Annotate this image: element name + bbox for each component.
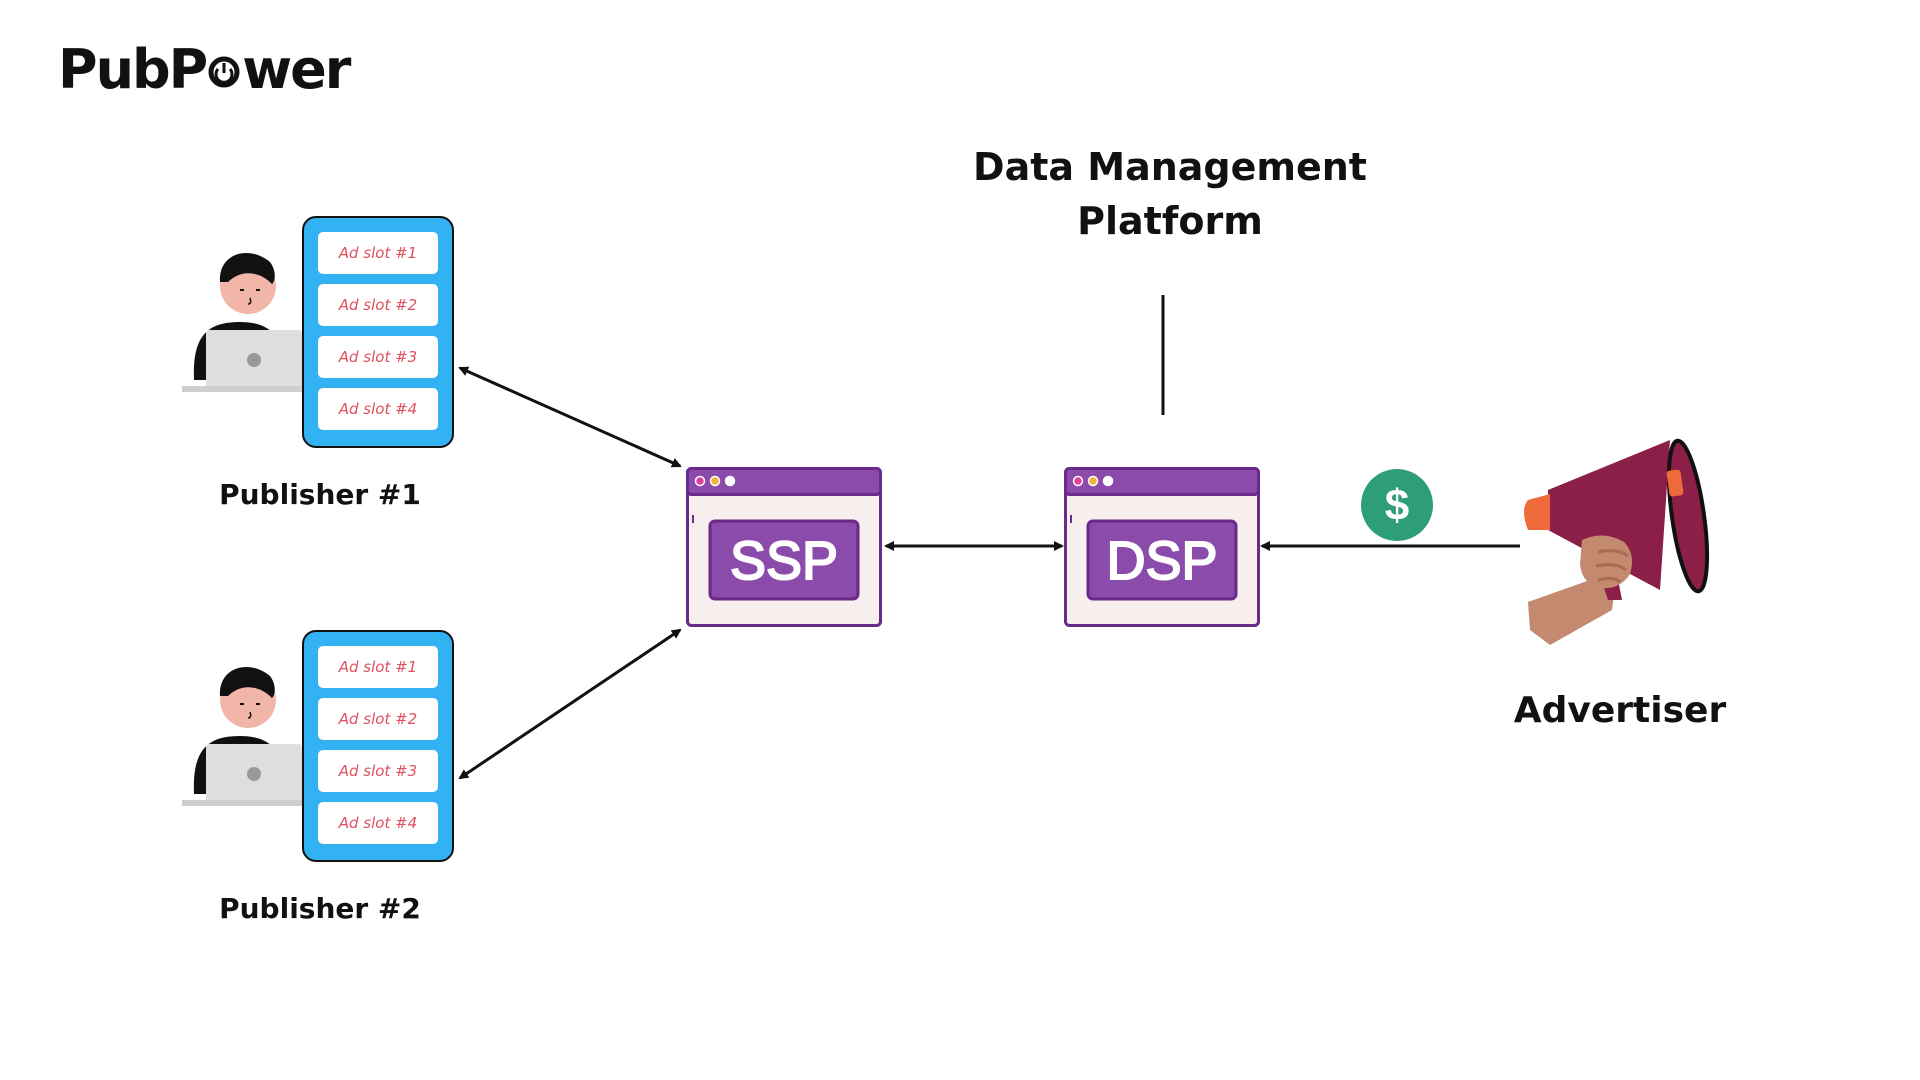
pub2-ssp-arrow xyxy=(458,628,682,780)
publisher-person-icon xyxy=(182,252,306,392)
megaphone-icon xyxy=(1524,438,1710,645)
pub1-ssp-arrow xyxy=(458,366,682,468)
ad-slot: Ad slot #4 xyxy=(318,388,438,430)
publisher-2-ad-slots: Ad slot #1 Ad slot #2 Ad slot #3 Ad slot… xyxy=(302,630,454,862)
dmp-title-line1: Data Management xyxy=(973,145,1367,189)
pubpower-logo: PubP wer xyxy=(58,38,351,102)
dsp-window: DSP xyxy=(1064,467,1260,627)
dmp-title-line2: Platform xyxy=(1077,199,1263,243)
publisher-person-icon xyxy=(182,666,306,806)
dmp-title: Data Management Platform xyxy=(940,140,1400,248)
ad-slot: Ad slot #3 xyxy=(318,336,438,378)
ad-slot: Ad slot #1 xyxy=(318,646,438,688)
advertiser-label: Advertiser xyxy=(1513,690,1727,731)
logo-text-part1: PubP xyxy=(58,38,208,101)
publisher-2-label: Publisher #2 xyxy=(219,892,421,925)
ad-slot: Ad slot #2 xyxy=(318,284,438,326)
ssp-window: SSP xyxy=(686,467,882,627)
ad-slot: Ad slot #3 xyxy=(318,750,438,792)
publisher-1-ad-slots: Ad slot #1 Ad slot #2 Ad slot #3 Ad slot… xyxy=(302,216,454,448)
ad-slot: Ad slot #4 xyxy=(318,802,438,844)
money-icon: $ xyxy=(1361,469,1433,541)
ad-slot: Ad slot #2 xyxy=(318,698,438,740)
logo-text-part2: wer xyxy=(242,38,351,101)
power-icon xyxy=(208,56,240,88)
ssp-label: SSP xyxy=(730,531,838,591)
publisher-1-label: Publisher #1 xyxy=(219,478,421,511)
ad-slot: Ad slot #1 xyxy=(318,232,438,274)
dsp-label: DSP xyxy=(1106,531,1217,591)
money-symbol: $ xyxy=(1385,481,1409,530)
